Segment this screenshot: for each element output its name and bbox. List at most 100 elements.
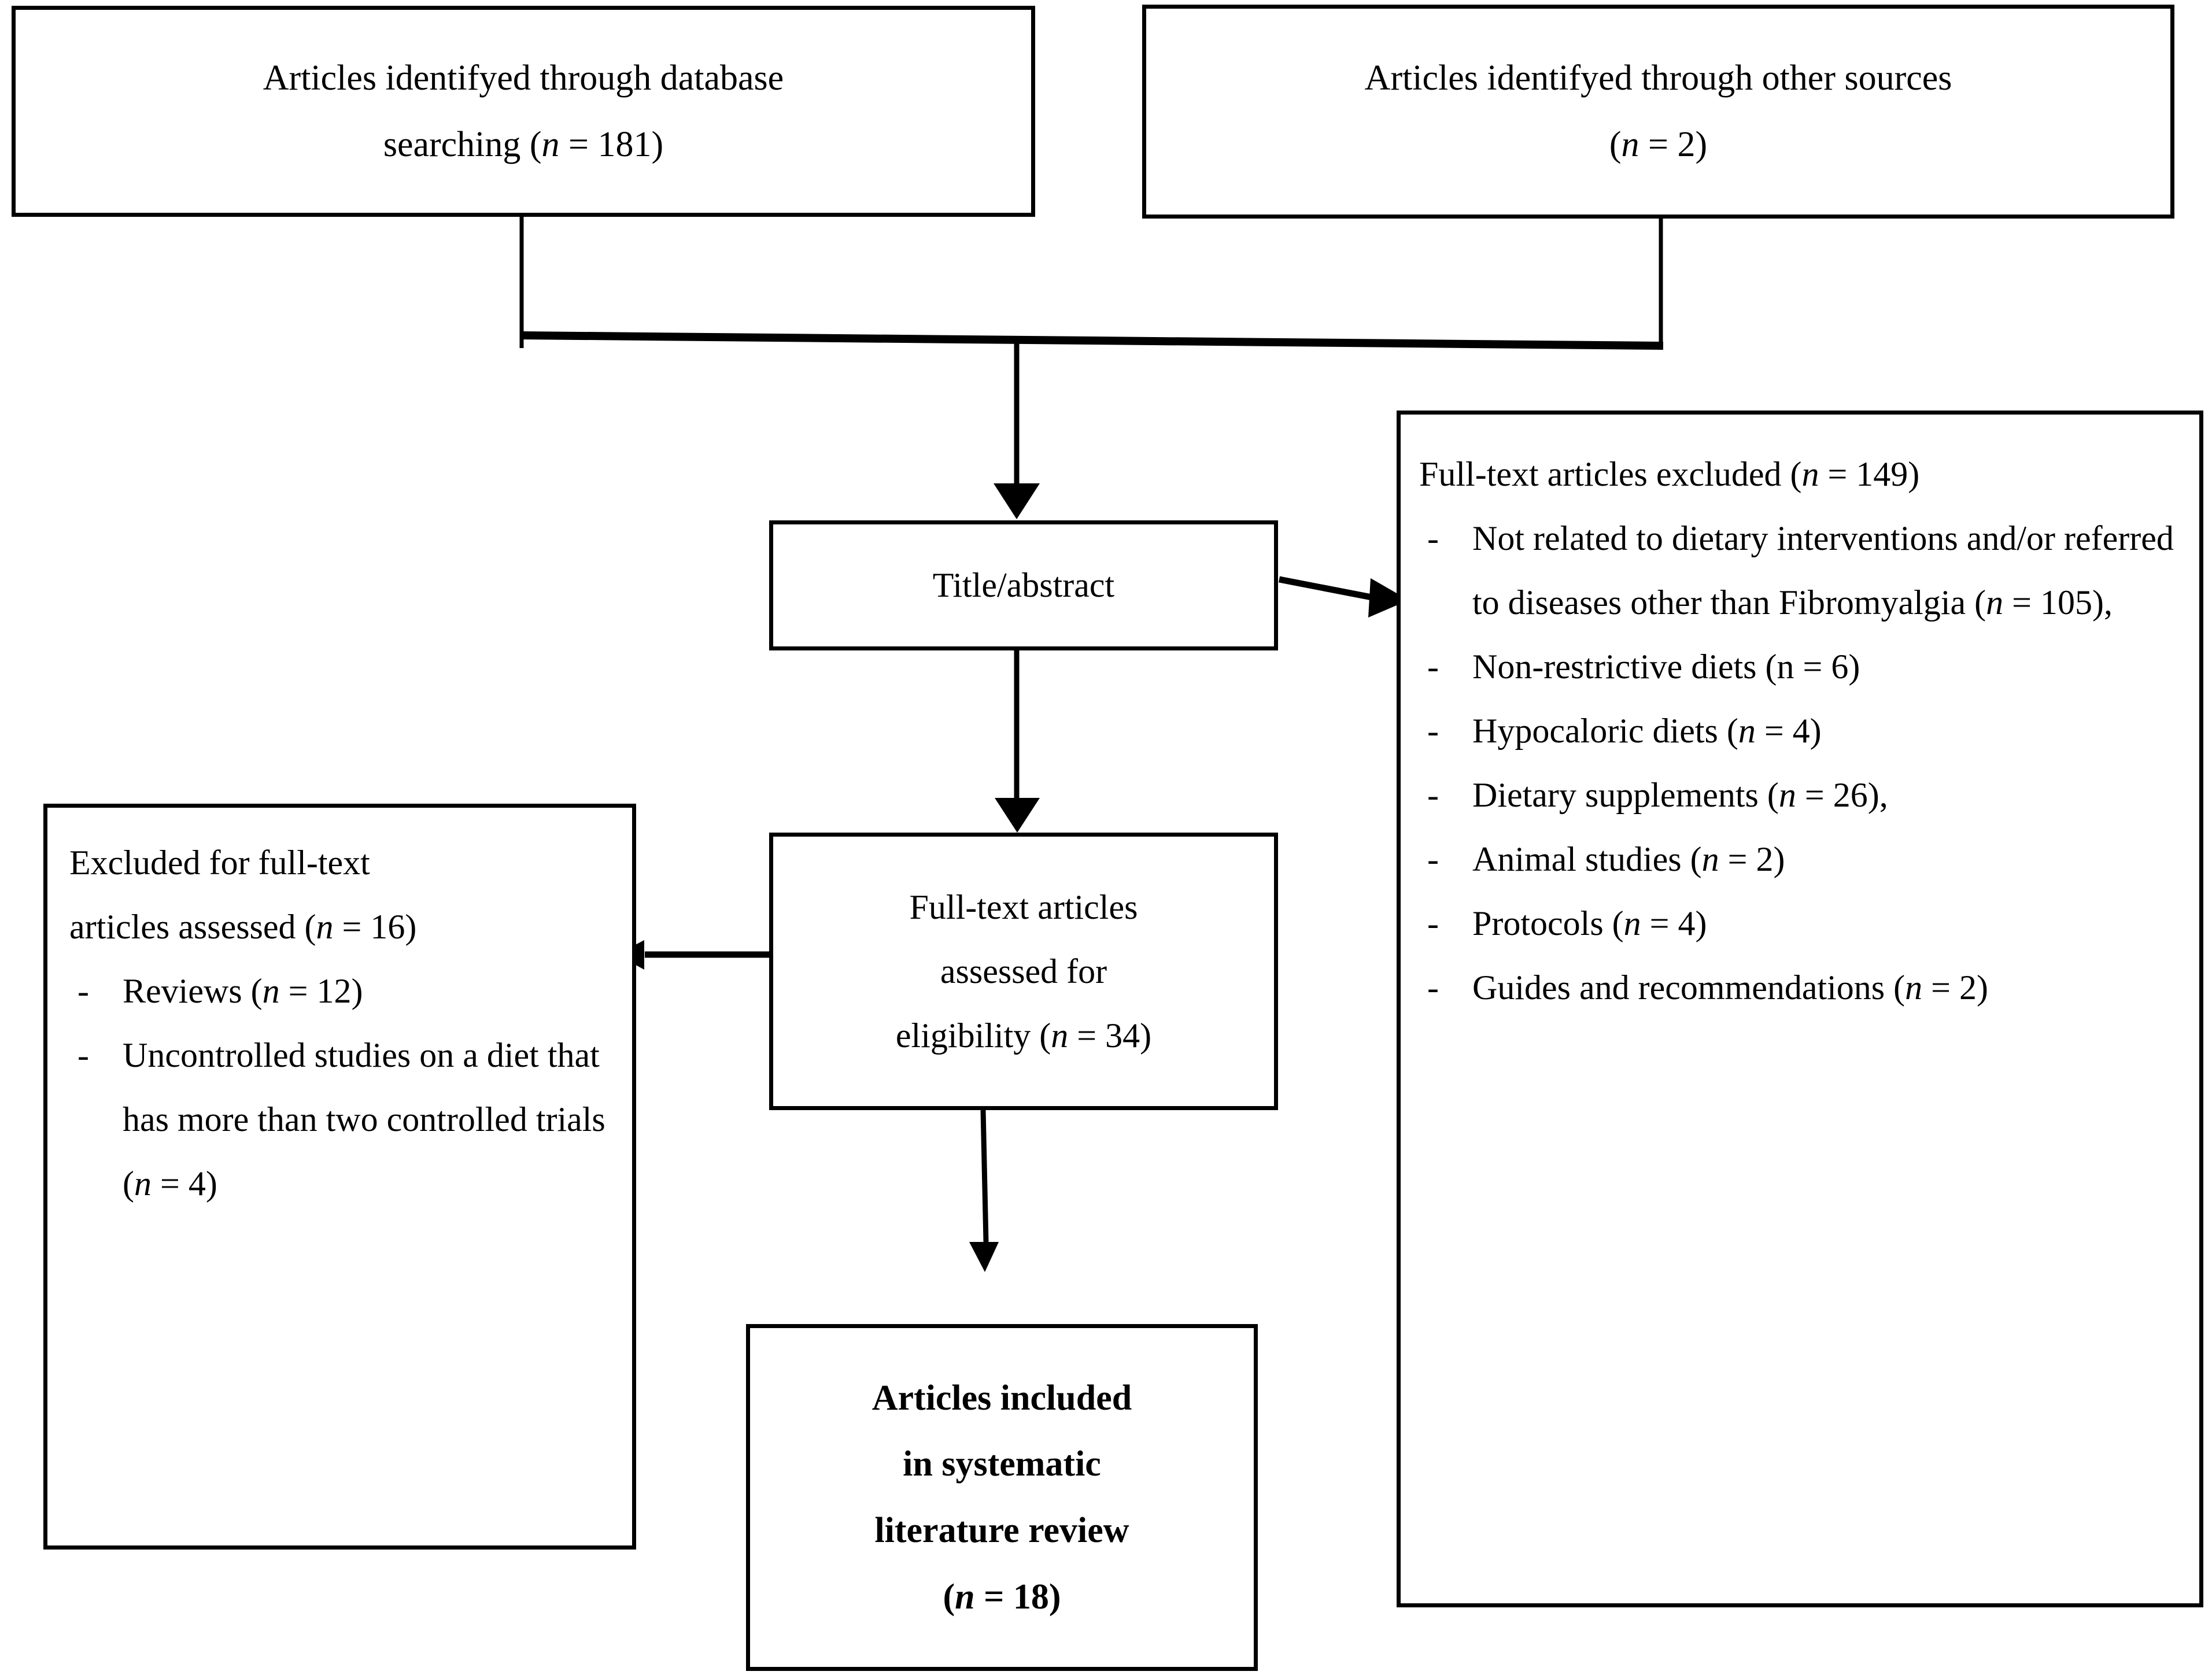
box-articles-included: Articles included in systematic literatu… [746,1324,1258,1671]
list-item: - Uncontrolled studies on a diet that ha… [69,1023,610,1216]
excl-left-header-line-1: Excluded for full-text [69,844,370,882]
list-item: - Protocols (n = 4) [1419,892,2176,956]
other-line-2-open: ( [1609,125,1622,164]
bullet-tail: = 12) [279,972,363,1010]
bullet-dash-icon: - [77,1036,89,1074]
bullet-tail: = 2) [1719,840,1785,878]
title-abstract-label: Title/abstract [932,566,1115,604]
included-line-4-open: ( [943,1577,955,1617]
bullet-n-symbol: n [1623,904,1641,942]
bullet-n-symbol: n [1778,776,1796,814]
fulltext-line-3-tail: = 34) [1068,1016,1152,1055]
bullet-head: Animal studies ( [1472,840,1702,878]
list-item: - Guides and recommendations (n = 2) [1419,956,2176,1020]
bullet-head: Non-restrictive diets (n = 6) [1472,648,1860,686]
list-item: - Non-restrictive diets (n = 6) [1419,635,2176,699]
list-item-text: Uncontrolled studies on a diet that has … [123,1023,610,1216]
bullet-tail: = 4) [1641,904,1707,942]
list-item-text: Reviews (n = 12) [123,959,610,1023]
excl-right-bullet-list: - Not related to dietary interventions a… [1419,506,2176,1020]
bullet-n-symbol: n [262,972,280,1010]
fulltext-n-symbol: n [1051,1016,1069,1055]
bullet-tail: = 4) [151,1164,217,1203]
other-line-1: Articles identifyed through other source… [1364,58,1952,98]
excl-left-header-tail: = 16) [333,908,417,946]
bullet-dash-icon: - [1427,904,1439,942]
bullet-dash-icon: - [1427,519,1439,557]
included-line-3: literature review [874,1511,1129,1550]
box-fulltext-articles-excluded: Full-text articles excluded (n = 149) - … [1397,411,2203,1607]
list-item: - Not related to dietary interventions a… [1419,506,2176,635]
excl-right-header-n: n [1801,455,1819,493]
db-n-symbol: n [541,124,560,164]
bullet-tail: = 2) [1922,968,1988,1007]
box-excluded-fulltext-assessed: Excluded for full-text articles assessed… [43,804,636,1550]
bullet-dash-icon: - [77,972,89,1010]
bullet-head: Not related to dietary interventions and… [1472,519,2174,622]
arrowhead-fulltext [995,798,1040,833]
list-item: - Reviews (n = 12) [69,959,610,1023]
list-item-text: Protocols (n = 4) [1472,892,2176,956]
bullet-n-symbol: n [1701,840,1719,878]
bullet-dash-icon: - [1427,776,1439,814]
bullet-dash-icon: - [1427,840,1439,878]
bullet-head: Protocols ( [1472,904,1624,942]
box-articles-identified-other-sources: Articles identifyed through other source… [1142,5,2174,219]
connector-junction-bar [520,331,1664,350]
list-item: - Animal studies (n = 2) [1419,827,2176,892]
excl-left-bullet-list: - Reviews (n = 12) - Uncontrolled studie… [69,959,610,1216]
excl-right-header-tail: = 149) [1819,455,1920,493]
bullet-head: Guides and recommendations ( [1472,968,1906,1007]
arrowhead-title-abstract [994,483,1040,519]
list-item: - Hypocaloric diets (n = 4) [1419,699,2176,763]
arrowhead-included [969,1242,999,1272]
box-title-abstract: Title/abstract [769,520,1278,650]
bullet-head: Dietary supplements ( [1472,776,1779,814]
bullet-head: Hypocaloric diets ( [1472,712,1738,750]
excl-right-header: Full-text articles excluded (n = 149) [1419,442,2176,506]
excl-right-header-head: Full-text articles excluded ( [1419,455,1802,493]
included-line-1: Articles included [871,1378,1132,1418]
bullet-dash-icon: - [1427,712,1439,750]
other-line-2-tail: = 2) [1639,125,1708,164]
excl-left-header-line-2: articles assessed (n = 16) [69,895,610,959]
other-line-2: (n = 2) [1146,112,2170,178]
included-line-2: in systematic [903,1444,1101,1484]
list-item-text: Guides and recommendations (n = 2) [1472,956,2176,1020]
fulltext-line-3-head: eligibility ( [895,1016,1051,1055]
included-line-4: (n = 18) [750,1564,1254,1630]
bullet-n-symbol: n [1986,583,2004,622]
bullet-head: Uncontrolled studies on a diet that has … [123,1036,605,1203]
fulltext-line-1: Full-text articles [909,888,1138,926]
bullet-tail: = 26), [1796,776,1888,814]
connector-fulltext-to-included [980,1110,989,1243]
excl-left-header-head: articles assessed ( [69,908,316,946]
other-n-symbol: n [1621,125,1639,164]
excl-left-header-n: n [316,908,334,946]
fulltext-line-2: assessed for [940,952,1107,990]
included-line-4-tail: = 18) [974,1577,1061,1617]
box-articles-identified-database: Articles identifyed through database sea… [12,6,1035,217]
list-item-text: Animal studies (n = 2) [1472,827,2176,892]
list-item: - Dietary supplements (n = 26), [1419,763,2176,827]
db-line-1: Articles identifyed through database [263,58,784,98]
bullet-tail: = 105), [2003,583,2113,622]
bullet-head: Reviews ( [123,972,263,1010]
included-n-symbol: n [955,1577,975,1617]
connector-title-to-excluded-right [1278,576,1379,602]
bullet-n-symbol: n [1738,712,1756,750]
box-fulltext-assessed: Full-text articles assessed for eligibil… [769,833,1278,1110]
list-item-text: Non-restrictive diets (n = 6) [1472,635,2176,699]
bullet-n-symbol: n [1905,968,1923,1007]
db-line-2-head: searching ( [383,124,542,164]
bullet-n-symbol: n [134,1164,152,1203]
excl-left-header: Excluded for full-text articles assessed… [69,831,610,959]
bullet-dash-icon: - [1427,968,1439,1007]
db-line-2-tail: = 181) [559,124,664,164]
list-item-text: Not related to dietary interventions and… [1472,506,2176,635]
fulltext-line-3: eligibility (n = 34) [773,1004,1274,1068]
bullet-tail: = 4) [1755,712,1822,750]
list-item-text: Hypocaloric diets (n = 4) [1472,699,2176,763]
bullet-dash-icon: - [1427,648,1439,686]
